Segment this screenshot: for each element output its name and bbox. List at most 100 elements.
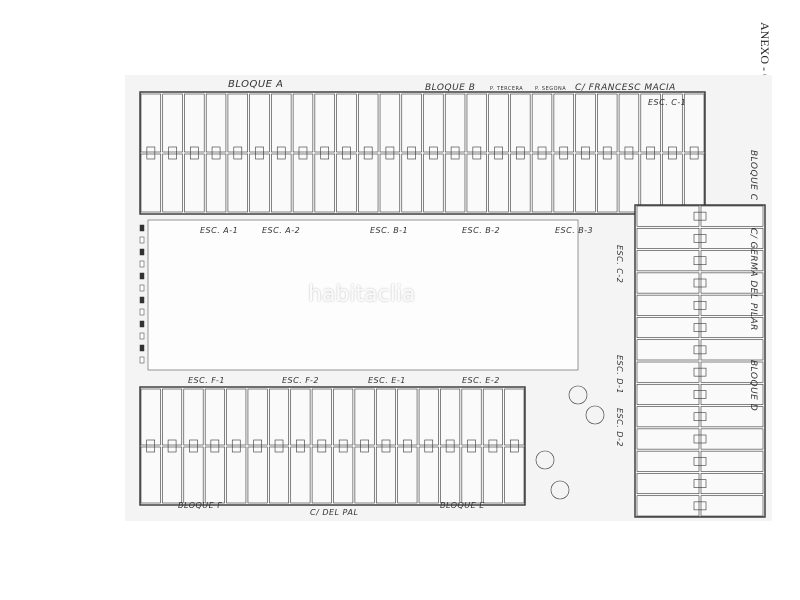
scale-bar-segment (139, 248, 145, 256)
stair-core (255, 146, 264, 160)
stair-core (693, 278, 707, 288)
apartment-room (333, 388, 354, 446)
stair-core (168, 146, 177, 160)
apartment-room (162, 153, 183, 213)
stair-core (424, 439, 434, 453)
apartment-room (162, 93, 183, 153)
stair-core (276, 146, 286, 160)
tree-symbol (550, 480, 570, 500)
stair-core (190, 146, 199, 160)
scale-bar-segment (139, 356, 145, 364)
stair-core (494, 146, 503, 160)
apartment-room (358, 153, 379, 213)
stair-core (537, 146, 547, 160)
apartment-room (531, 93, 553, 153)
stair-e1-label: ESC. E-1 (368, 376, 406, 385)
stair-core (510, 439, 519, 453)
apartment-room (636, 361, 700, 383)
apartment-room (358, 93, 379, 153)
stair-core (320, 146, 330, 160)
apartment-room (271, 153, 292, 213)
stair-core (317, 439, 327, 453)
apartment-room (700, 428, 764, 450)
stair-core (429, 146, 438, 160)
apartment-room (618, 153, 640, 213)
apartment-room (636, 473, 700, 495)
apartment-room (700, 406, 764, 428)
apartment-room (636, 339, 700, 361)
apartment-room (482, 446, 503, 504)
apartment-room (575, 153, 596, 213)
stair-core (146, 439, 155, 453)
stair-core (693, 323, 707, 332)
apartment-room (311, 388, 332, 446)
stair-core (693, 456, 707, 466)
stair-d1-label: ESC. D-1 (615, 355, 624, 394)
apartment-room (444, 93, 466, 153)
stair-core (693, 367, 707, 377)
apartment-room (314, 153, 335, 213)
stair-f2-label: ESC. F-2 (282, 376, 319, 385)
apartment-room (292, 153, 314, 213)
stair-core (668, 146, 677, 160)
stair-core (363, 146, 373, 160)
apartment-room (510, 93, 531, 153)
apartment-room (227, 153, 248, 213)
scale-bar-segment (139, 320, 145, 328)
block-b-label: BLOQUE B (425, 83, 476, 93)
courtyard (147, 219, 579, 371)
apartment-room (423, 153, 444, 213)
stair-core (407, 146, 416, 160)
apartment-room (247, 388, 268, 446)
block-c-label: BLOQUE C (748, 150, 758, 201)
apartment-room (226, 446, 247, 504)
apartment-room (700, 317, 764, 339)
apartment-room (183, 446, 204, 504)
apartment-room (618, 93, 640, 153)
scale-bar-segment (139, 272, 145, 280)
stair-core (231, 439, 241, 453)
stair-a1-label: ESC. A-1 (200, 226, 239, 235)
apartment-room (510, 153, 531, 213)
apartment-room (311, 446, 332, 504)
stair-core (693, 412, 707, 422)
block-a-b-plan (139, 91, 706, 215)
stair-core (450, 146, 460, 160)
stair-core (210, 439, 220, 453)
apartment-room (700, 361, 764, 383)
stair-core (467, 439, 476, 453)
apartment-room (269, 388, 290, 446)
apartment-room (700, 339, 764, 361)
apartment-room (700, 250, 764, 272)
apartment-room (700, 272, 764, 294)
apartment-room (247, 446, 268, 504)
apartment-room (504, 388, 525, 446)
apartment-room (290, 388, 311, 446)
apartment-room (397, 446, 418, 504)
scale-bar-segment (139, 308, 145, 316)
stair-core (233, 146, 243, 160)
stair-core (385, 146, 395, 160)
apartment-room (354, 388, 375, 446)
apartment-room (423, 93, 444, 153)
apartment-room (482, 388, 503, 446)
block-e-label: BLOQUE E (440, 501, 485, 510)
scale-bar-segment (139, 344, 145, 352)
legend-floor-a: P. TERCERA (490, 86, 524, 92)
stair-c1-label: ESC. C-1 (648, 98, 687, 107)
apartment-room (636, 428, 700, 450)
apartment-room (700, 383, 764, 405)
apartment-room (488, 93, 509, 153)
stair-core (515, 146, 525, 160)
apartment-room (336, 153, 357, 213)
tree-symbol (585, 405, 605, 425)
apartment-room (204, 388, 225, 446)
tree-symbol (568, 385, 588, 405)
apartment-room (205, 153, 227, 213)
apartment-room (461, 388, 482, 446)
stair-core (445, 439, 455, 453)
block-d-label: BLOQUE D (748, 360, 758, 412)
apartment-room (636, 495, 700, 517)
apartment-room (597, 93, 618, 153)
stair-core (274, 439, 284, 453)
